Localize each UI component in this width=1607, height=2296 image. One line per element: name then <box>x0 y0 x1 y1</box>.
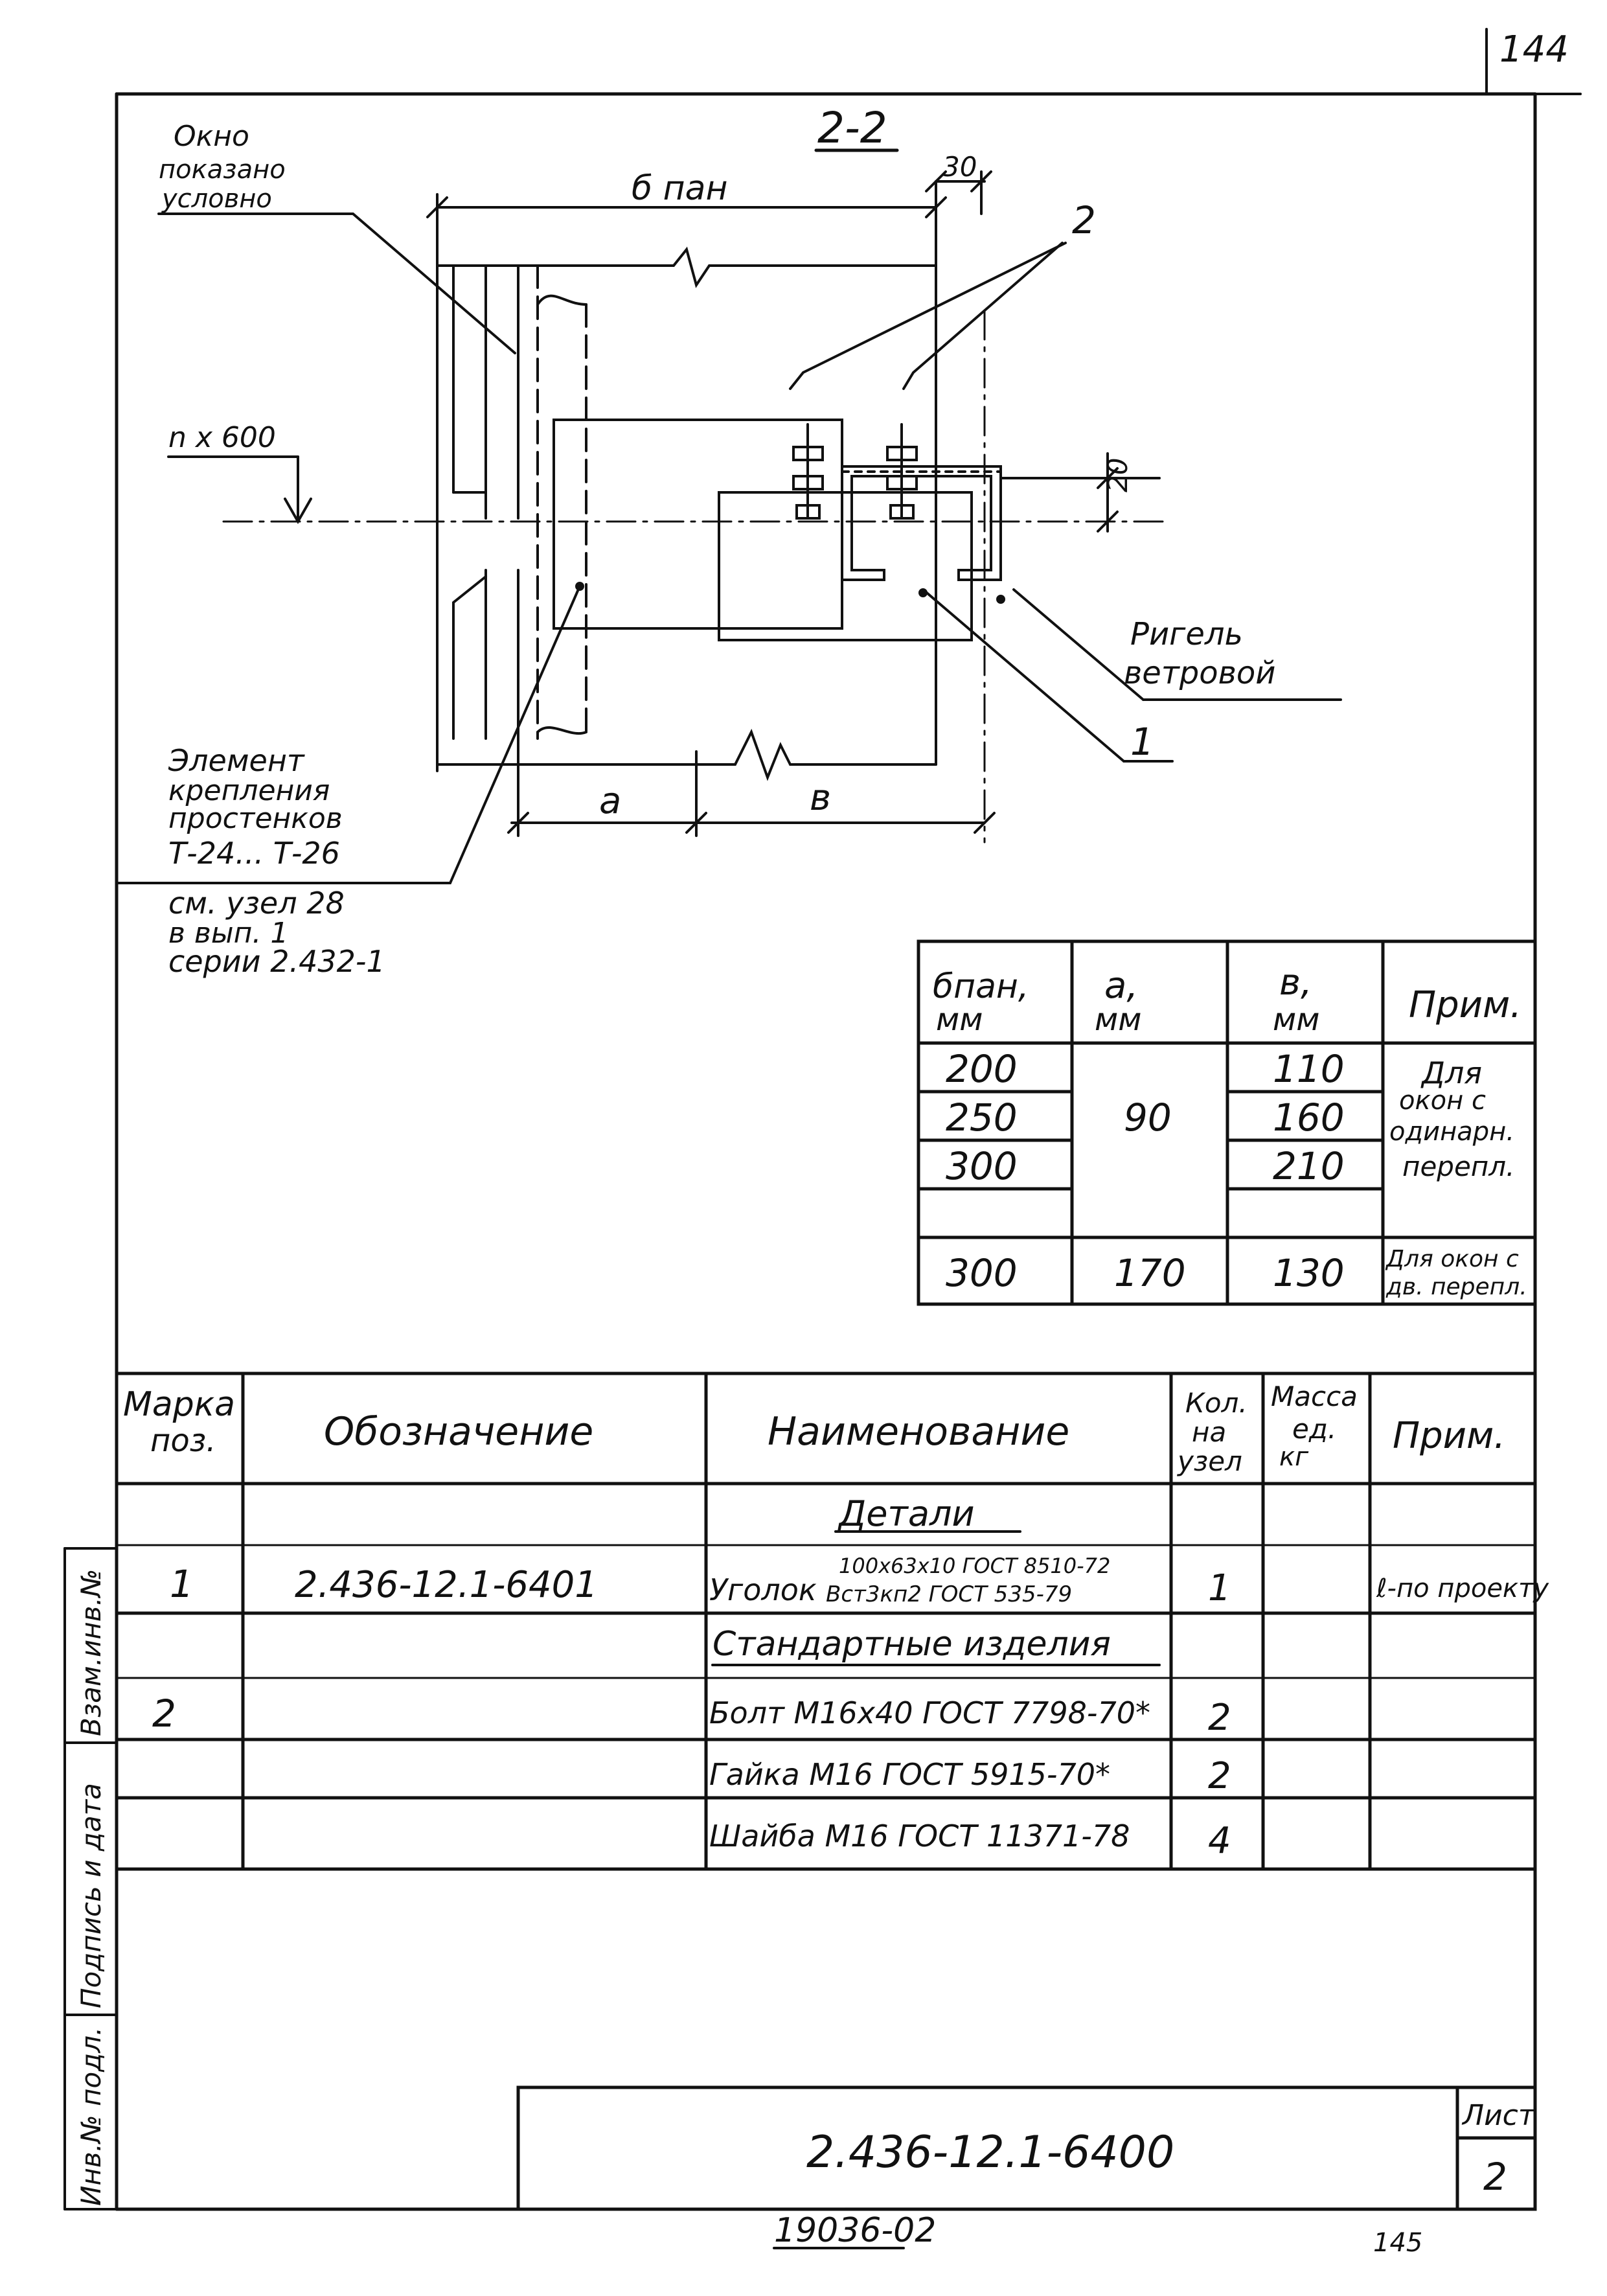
rigel-label-2: ветровой <box>1124 655 1275 691</box>
dim-table-h3a: в, <box>1279 961 1312 1004</box>
dim-table-h2b: мм <box>1095 1002 1141 1038</box>
dim-table-b-2: 160 <box>1273 1096 1345 1140</box>
title-sheet-number: 2 <box>1483 2155 1507 2199</box>
side-label-inv-replace: Взам.инв.№ <box>75 1569 107 1736</box>
title-designation: 2.436-12.1-6400 <box>806 2127 1174 2178</box>
spec-row2-name: Болт М16х40 ГОСТ 7798-70* <box>709 1695 1150 1730</box>
dim-table-bpan-4: 300 <box>946 1251 1018 1295</box>
section-title: 2-2 <box>817 103 887 153</box>
note-window-3: условно <box>161 184 272 214</box>
spec-row3-name: Гайка М16 ГОСТ 5915-70* <box>709 1757 1110 1792</box>
element-note-2: крепления <box>168 774 330 807</box>
dim-table-b-1: 110 <box>1273 1047 1345 1091</box>
spec-row1-qty: 1 <box>1208 1567 1231 1609</box>
bottom-page: 145 <box>1373 2228 1422 2258</box>
element-note-3: простенков <box>168 802 343 835</box>
spec-row2-mark: 2 <box>152 1692 176 1736</box>
dim-table-h3b: мм <box>1273 1002 1319 1038</box>
spec-row1-name-main: Уголок <box>709 1572 817 1607</box>
dim-table-b-3: 210 <box>1273 1144 1345 1188</box>
spec-row1-designation: 2.436-12.1-6401 <box>295 1564 598 1606</box>
callout-2: 2 <box>1072 198 1096 242</box>
note-window-2: показано <box>159 155 286 185</box>
dim-table-h2a: a, <box>1104 965 1138 1007</box>
note-window-1: Окно <box>174 120 249 153</box>
spec-row1-name-top: 100х63х10 ГОСТ 8510-72 <box>839 1554 1110 1578</box>
sheet-number-top: 144 <box>1499 29 1569 71</box>
title-sheet-label: Лист <box>1461 2099 1536 2132</box>
spec-h-qty-1: Кол. <box>1185 1387 1248 1419</box>
spec-h-mark-1: Марка <box>123 1385 235 1424</box>
spec-h-mass-2: ед. <box>1292 1413 1336 1445</box>
spec-row4-qty: 4 <box>1208 1820 1231 1862</box>
element-note-1: Элемент <box>168 743 305 778</box>
spec-h-mark-2: поз. <box>150 1423 216 1459</box>
dimension-table-grid <box>917 939 1537 1306</box>
spec-h-qty-3: узел <box>1176 1445 1242 1477</box>
side-label-inv-original: Инв.№ подл. <box>75 2027 107 2206</box>
label-n600: n x 600 <box>168 421 276 454</box>
element-note-5: см. узел 28 <box>168 886 345 921</box>
dim-table-note1-1: Для <box>1420 1055 1482 1090</box>
spec-h-qty-2: на <box>1192 1416 1226 1448</box>
dim-table-h4: Прим. <box>1409 984 1522 1026</box>
dim-a: a <box>599 780 621 822</box>
dim-table-bpan-2: 250 <box>946 1096 1018 1140</box>
dim-table-note1-2: окон с <box>1399 1086 1486 1116</box>
dim-b: в <box>810 777 831 819</box>
dim-table-a-merged: 90 <box>1124 1096 1172 1140</box>
spec-row1-note: ℓ-по проекту <box>1376 1574 1549 1603</box>
callout-1: 1 <box>1130 720 1154 764</box>
spec-row2-qty: 2 <box>1208 1697 1231 1739</box>
spec-h-mass-3: кг <box>1279 1442 1309 1472</box>
section-drawing <box>115 148 1342 884</box>
dim-b-pan-label: б пан <box>632 169 727 208</box>
dim-table-h1a: бпан, <box>933 967 1029 1006</box>
spec-row4-name: Шайба М16 ГОСТ 11371-78 <box>709 1819 1130 1854</box>
bottom-number: 19036-02 <box>774 2211 936 2250</box>
spec-h-designation: Обозначение <box>324 1409 593 1454</box>
dim-table-note2-1: Для окон с <box>1385 1246 1519 1272</box>
spec-row1-mark: 1 <box>170 1562 194 1606</box>
rigel-label-1: Ригель <box>1130 616 1243 652</box>
dim-table-b-4: 130 <box>1273 1251 1345 1295</box>
dim-table-a-last: 170 <box>1114 1251 1186 1295</box>
element-note-6: в вып. 1 <box>168 917 288 950</box>
spec-table-grid <box>115 1372 1537 1871</box>
dim-table-bpan-3: 300 <box>946 1144 1018 1188</box>
dim-table-h1b: мм <box>936 1002 983 1038</box>
dim-table-bpan-1: 200 <box>946 1047 1018 1091</box>
side-stamp <box>63 1547 118 2210</box>
spec-h-mass-1: Масса <box>1271 1381 1358 1412</box>
element-note-4: Т-24... Т-26 <box>168 836 340 871</box>
title-block-grid <box>516 2085 1537 2249</box>
sheet-frame <box>115 28 1582 2211</box>
dim-30: 30 <box>942 151 977 183</box>
spec-row3-qty: 2 <box>1208 1755 1231 1797</box>
spec-h-note: Прим. <box>1393 1415 1505 1457</box>
spec-h-name: Наименование <box>768 1409 1069 1454</box>
spec-section-details: Детали <box>838 1493 975 1534</box>
dim-table-note2-2: дв. перепл. <box>1385 1274 1527 1300</box>
dim-table-note1-3: одинарн. <box>1389 1117 1514 1147</box>
spec-section-standard: Стандартные изделия <box>712 1625 1111 1664</box>
element-note-7: серии 2.432-1 <box>168 944 385 979</box>
spec-row1-name-bottom: Вст3кп2 ГОСТ 535-79 <box>826 1581 1072 1607</box>
dim-20: 20 <box>1102 458 1134 492</box>
side-label-signature-date: Подпись и дата <box>75 1783 107 2008</box>
dim-table-note1-4: перепл. <box>1402 1151 1514 1182</box>
